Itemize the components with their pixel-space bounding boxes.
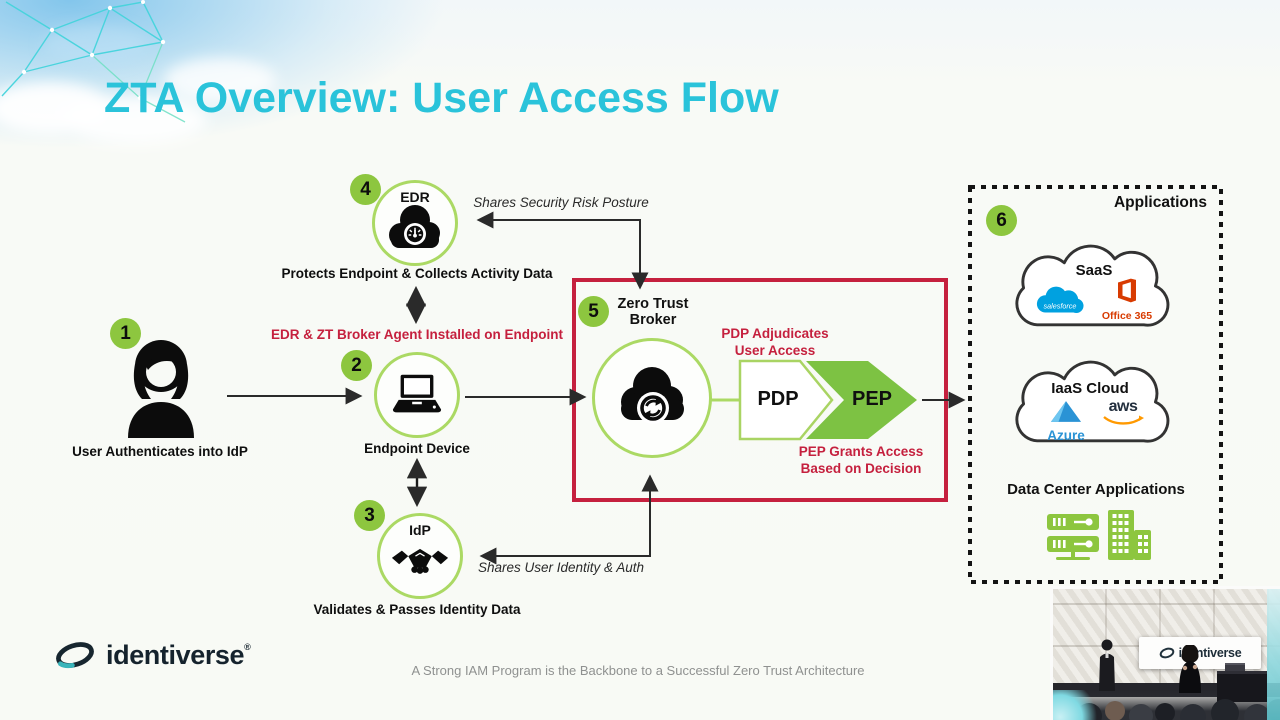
stage-laptop bbox=[1225, 663, 1245, 674]
idp-label: IdP bbox=[409, 522, 431, 538]
page-title: ZTA Overview: User Access Flow bbox=[104, 74, 779, 122]
pep-note-line2: Based on Decision bbox=[800, 460, 922, 476]
laptop-icon bbox=[392, 374, 442, 413]
pdp-note-line2: User Access bbox=[734, 342, 816, 358]
office-icon bbox=[1118, 278, 1136, 303]
pep-note: PEP Grants Access Based on Decision bbox=[771, 444, 951, 477]
broker-label-line1: Zero Trust bbox=[617, 296, 689, 312]
step-badge-3: 3 bbox=[354, 500, 385, 531]
video-corner-accent bbox=[1053, 690, 1101, 720]
network-decoration bbox=[0, 0, 276, 144]
footer-tagline: A Strong IAM Program is the Backbone to … bbox=[411, 663, 865, 678]
azure-icon bbox=[1050, 401, 1082, 422]
edr-cloud-gauge-icon bbox=[389, 205, 440, 248]
identity-auth-note: Shares User Identity & Auth bbox=[477, 560, 645, 575]
user-caption: User Authenticates into IdP bbox=[72, 444, 248, 459]
step-number-5: 5 bbox=[588, 300, 599, 322]
office365-logo: Office 365 bbox=[1100, 278, 1154, 322]
stage-table bbox=[1217, 671, 1267, 702]
building-icon bbox=[1108, 510, 1151, 560]
idp-caption: Validates & Passes Identity Data bbox=[313, 602, 521, 617]
iaas-title: IaaS Cloud bbox=[1051, 380, 1129, 397]
step-badge-5: 5 bbox=[578, 296, 609, 327]
office365-wordmark: Office 365 bbox=[1101, 310, 1153, 322]
broker-cloud-sync-icon bbox=[621, 367, 684, 424]
user-icon bbox=[128, 340, 194, 438]
server-icon bbox=[1047, 514, 1099, 560]
pep-note-line1: PEP Grants Access bbox=[798, 444, 924, 459]
salesforce-wordmark: salesforce bbox=[1044, 302, 1077, 311]
pdp-note: PDP Adjudicates User Access bbox=[695, 326, 855, 359]
step-badge-1: 1 bbox=[110, 318, 141, 349]
video-edge-accent bbox=[1267, 589, 1280, 720]
handshake-icon bbox=[391, 548, 449, 574]
iaas-cloud-outline bbox=[1015, 360, 1170, 443]
pdp-label: PDP bbox=[757, 388, 799, 410]
edr-label: EDR bbox=[400, 189, 430, 205]
step-number-2: 2 bbox=[351, 354, 362, 376]
aws-smile-icon bbox=[1103, 415, 1144, 425]
step-number-3: 3 bbox=[364, 504, 375, 526]
broker-label: Zero Trust Broker bbox=[601, 296, 705, 328]
step-number-4: 4 bbox=[360, 178, 371, 200]
broker-label-line2: Broker bbox=[629, 311, 677, 328]
edr-caption: Protects Endpoint & Collects Activity Da… bbox=[281, 266, 553, 281]
security-posture-note: Shares Security Risk Posture bbox=[473, 195, 649, 210]
presenter-woman-silhouette bbox=[1179, 645, 1201, 693]
pep-label: PEP bbox=[851, 388, 893, 410]
identiverse-wordmark-text: identiverse bbox=[106, 639, 245, 670]
identiverse-swoosh-icon bbox=[56, 642, 94, 669]
salesforce-logo: salesforce bbox=[1036, 286, 1084, 314]
aws-wordmark: aws bbox=[1108, 398, 1138, 415]
step-number-1: 1 bbox=[120, 322, 131, 344]
step-badge-4: 4 bbox=[350, 174, 381, 205]
applications-title: Applications bbox=[1113, 194, 1207, 211]
banner-swoosh-icon bbox=[1159, 647, 1174, 659]
azure-logo: Azure bbox=[1044, 400, 1088, 443]
step-badge-6: 6 bbox=[986, 205, 1017, 236]
datacenter-title: Data Center Applications bbox=[1007, 481, 1185, 498]
endpoint-caption: Endpoint Device bbox=[364, 441, 470, 456]
presenter-man-silhouette bbox=[1099, 639, 1115, 691]
identiverse-logo: identiverse® bbox=[52, 636, 251, 674]
identiverse-wordmark: identiverse® bbox=[106, 639, 251, 671]
agent-installed-note: EDR & ZT Broker Agent Installed on Endpo… bbox=[270, 327, 563, 342]
presenter-video: identiverse bbox=[1050, 586, 1280, 720]
saas-title: SaaS bbox=[1075, 262, 1113, 279]
pdp-note-line1: PDP Adjudicates bbox=[721, 326, 829, 341]
azure-wordmark: Azure bbox=[1047, 428, 1085, 443]
aws-logo: aws bbox=[1100, 398, 1146, 432]
registered-mark: ® bbox=[244, 641, 251, 652]
step-number-6: 6 bbox=[996, 209, 1007, 231]
step-badge-2: 2 bbox=[341, 350, 372, 381]
